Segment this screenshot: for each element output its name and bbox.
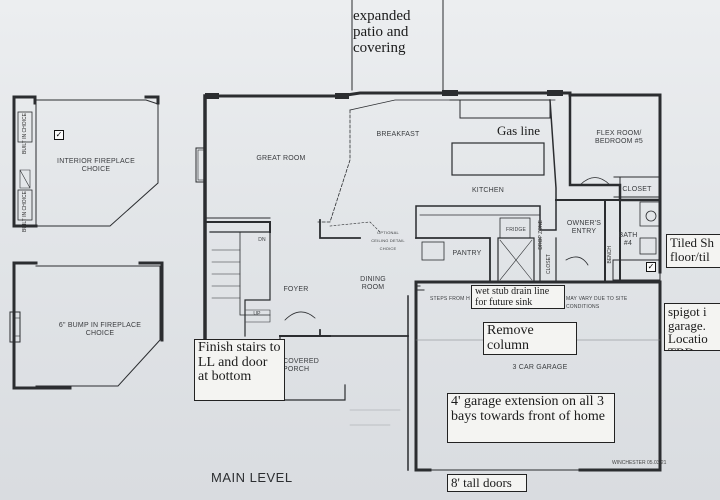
bath-tiled-shower-checkbox: ✓ (646, 262, 656, 272)
room-label-covered-porch: COVERED PORCH (283, 358, 320, 373)
room-label-interior-fireplace: INTERIOR FIREPLACE CHOICE (57, 158, 135, 173)
note-wet-stub: wet stub drain line for future sink (471, 285, 565, 309)
room-label-closet: CLOSET (622, 186, 652, 193)
page-title: MAIN LEVEL (211, 470, 293, 485)
room-label-owners-entry: OWNER'S ENTRY (566, 220, 602, 235)
room-label-foyer: FOYER (283, 286, 309, 293)
note-finish-stairs: Finish stairs to LL and door at bottom (194, 339, 285, 401)
note-garage-extension: 4' garage extension on all 3 bays toward… (447, 393, 615, 443)
room-label-bump-fireplace: 6" BUMP IN FIREPLACE CHOICE (58, 322, 142, 337)
room-label-dining-room: DINING ROOM (360, 276, 386, 291)
room-label-great-room: GREAT ROOM (256, 155, 306, 162)
stair-up-label: UP (253, 311, 261, 317)
drop-zone-label: DROP ZONE (538, 220, 544, 250)
room-label-garage: 3 CAR GARAGE (512, 364, 568, 371)
room-label-kitchen: KITCHEN (471, 187, 505, 194)
room-label-breakfast: BREAKFAST (376, 131, 420, 138)
note-remove-column: Remove column (483, 322, 577, 355)
room-label-bath: BATH #4 (618, 232, 638, 247)
stair-dn-label: DN (258, 237, 266, 243)
built-in-choice-label-bottom: BUILT IN CHOICE (22, 191, 28, 232)
steps-label: STEPS FROM H (430, 296, 470, 302)
plan-code: WINCHESTER 05.03.21 (612, 460, 667, 466)
room-label-flex-room: FLEX ROOM/ BEDROOM #5 (595, 130, 643, 145)
room-label-pantry: PANTRY (452, 250, 482, 257)
interior-fireplace-checkbox: ✓ (54, 130, 64, 140)
note-tall-doors: 8' tall doors (447, 474, 527, 492)
note-spigot: spigot i garage. Locatio TBD (664, 303, 720, 351)
note-expanded-patio: expanded patio and covering (353, 8, 411, 56)
bench-label: BENCH (607, 246, 613, 264)
fridge-label: FRIDGE (505, 227, 527, 233)
small-closet-label: CLOSET (546, 254, 552, 275)
steps-note-label: MAY VARY DUE TO SITE CONDITIONS (566, 296, 628, 310)
built-in-choice-label-top: BUILT IN CHOICE (22, 113, 28, 154)
note-tiled-shower: Tiled Sh floor/til (666, 234, 720, 268)
note-gas-line: Gas line (497, 123, 540, 138)
ceiling-note-label: OPTIONAL CEILING DETAIL CHOICE (371, 230, 405, 251)
